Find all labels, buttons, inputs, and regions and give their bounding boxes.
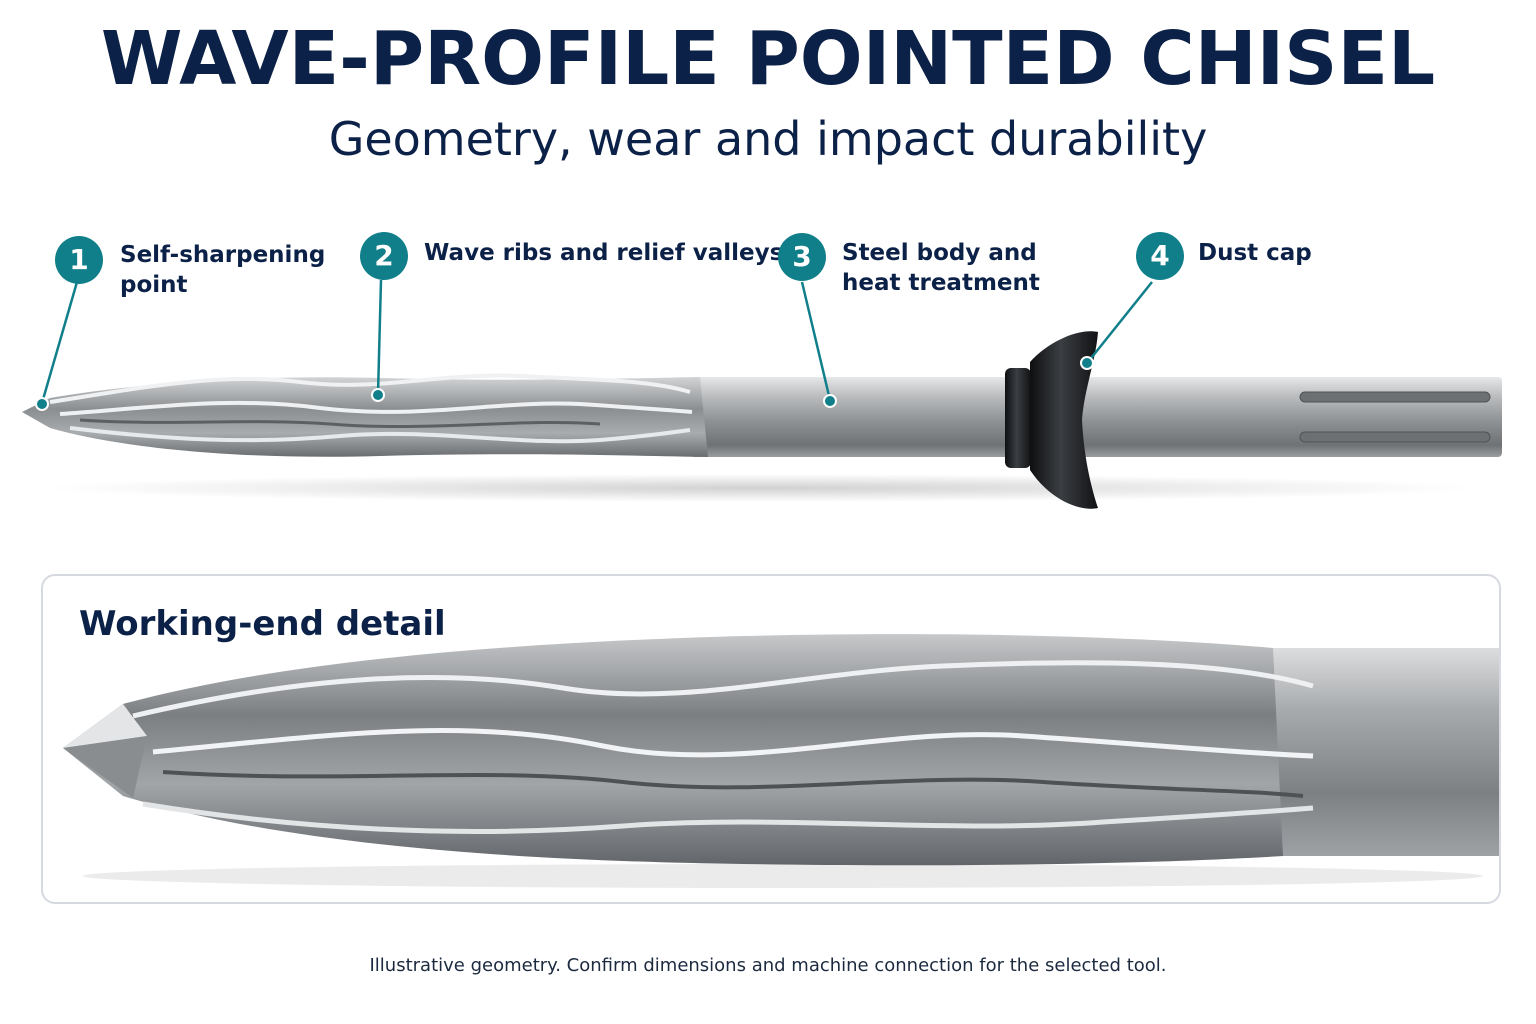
callout-label-3: Steel body and heat treatment	[842, 238, 1040, 298]
chisel-shaft	[690, 377, 1502, 457]
wave-rib-lower	[69, 426, 691, 444]
footnote: Illustrative geometry. Confirm dimension…	[369, 955, 1167, 976]
callout-badge-1: 1	[55, 236, 103, 284]
detail-tip-facet-lower	[63, 736, 147, 798]
leader-line-3	[800, 281, 832, 401]
callout-badge-4: 4	[1136, 232, 1184, 280]
detail-working-end	[63, 634, 1283, 866]
callout-label-1-line-1: Self-sharpening	[120, 242, 326, 268]
dust-cap-collar	[1005, 368, 1031, 468]
wave-rib-middle	[59, 400, 693, 416]
leader-line-4	[1087, 281, 1153, 363]
callout-label-3-line-1: Steel body and	[842, 240, 1037, 266]
dust-cap	[1030, 331, 1098, 509]
wave-valley	[79, 418, 601, 429]
detail-rib-lower	[142, 801, 1314, 834]
detail-valley	[162, 770, 1304, 798]
leader-dot-1	[35, 397, 49, 411]
callout-badge-2: 2	[360, 232, 408, 280]
leader-dot-3	[823, 394, 837, 408]
callout-label-3-line-2: heat treatment	[842, 270, 1040, 296]
leader-dot-2	[371, 388, 385, 402]
callout-label-2-line-1: Wave ribs and relief valleys	[424, 240, 784, 266]
leader-line-1	[40, 281, 79, 404]
detail-rib-upper	[132, 660, 1314, 719]
leader-line-2	[376, 279, 383, 395]
detail-illustration	[63, 634, 1499, 888]
chisel-illustration	[22, 279, 1502, 509]
sds-groove-lower	[1299, 431, 1491, 443]
working-end-detail-panel: Working-end detail	[41, 574, 1501, 904]
wave-rib-upper	[49, 373, 691, 404]
callout-label-1: Self-sharpening point	[120, 240, 325, 300]
detail-rib-middle	[152, 728, 1314, 759]
detail-tip-facet	[63, 704, 147, 748]
callout-label-4-line-1: Dust cap	[1198, 240, 1312, 266]
detail-shadow	[83, 864, 1483, 888]
leader-dot-4	[1080, 356, 1094, 370]
callout-label-2: Wave ribs and relief valleys	[424, 238, 783, 268]
page-title: WAVE-PROFILE POINTED CHISEL	[100, 16, 1436, 102]
chisel-shadow	[40, 474, 1480, 502]
page-subtitle: Geometry, wear and impact durability	[328, 112, 1208, 166]
sds-groove-upper	[1299, 391, 1491, 403]
callout-label-1-line-2: point	[120, 272, 188, 298]
callout-label-4: Dust cap	[1198, 238, 1312, 268]
detail-title: Working-end detail	[79, 604, 446, 644]
callout-badge-3: 3	[778, 233, 826, 281]
